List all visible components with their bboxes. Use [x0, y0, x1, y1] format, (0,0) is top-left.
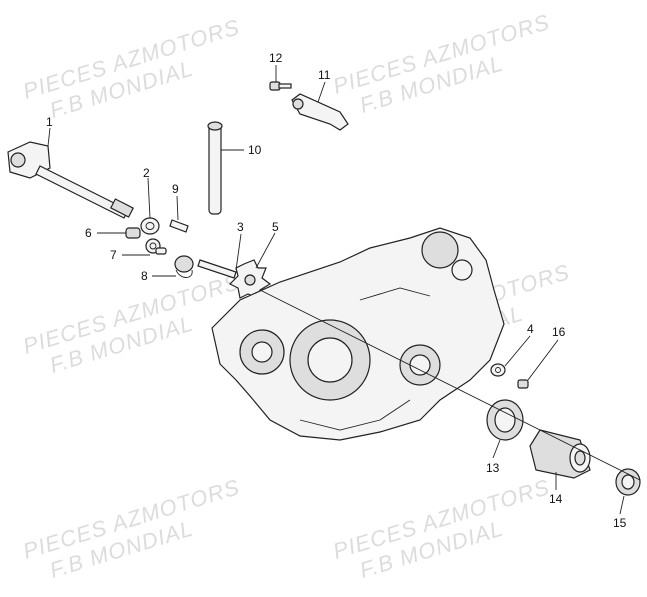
- part-12-bolt: [269, 81, 292, 91]
- part-14-drum: [529, 429, 591, 479]
- part-7-stopper: [145, 238, 167, 255]
- part-6-bushing: [125, 227, 141, 239]
- part-8-spring: [174, 255, 194, 278]
- callout-6: 6: [85, 226, 92, 240]
- callout-8: 8: [141, 269, 148, 283]
- part-11-lever: [291, 93, 349, 131]
- part-16-bolt: [517, 379, 529, 389]
- crankcase: [211, 227, 505, 441]
- callout-3: 3: [237, 220, 244, 234]
- part-1-shift-shaft: [7, 141, 134, 219]
- part-2-washer: [140, 217, 160, 235]
- part-13-bearing: [486, 399, 524, 441]
- callout-16: 16: [552, 325, 566, 339]
- callout-5: 5: [272, 220, 279, 234]
- callout-1: 1: [46, 115, 53, 129]
- callout-11: 11: [318, 68, 331, 82]
- part-10-rod: [207, 121, 223, 215]
- callout-9: 9: [172, 182, 179, 196]
- part-3-shaft: [197, 259, 237, 279]
- callout-13: 13: [486, 461, 500, 475]
- callout-2: 2: [143, 166, 150, 180]
- callout-12: 12: [269, 51, 283, 65]
- callout-7: 7: [110, 248, 117, 262]
- part-15-bushing: [615, 468, 641, 496]
- callout-4: 4: [527, 322, 534, 336]
- leader-lines: [47, 65, 641, 515]
- part-9-pin: [169, 219, 189, 233]
- part-4-washer: [490, 363, 506, 377]
- callout-15: 15: [613, 516, 627, 530]
- callout-10: 10: [248, 143, 262, 157]
- callout-14: 14: [549, 492, 563, 506]
